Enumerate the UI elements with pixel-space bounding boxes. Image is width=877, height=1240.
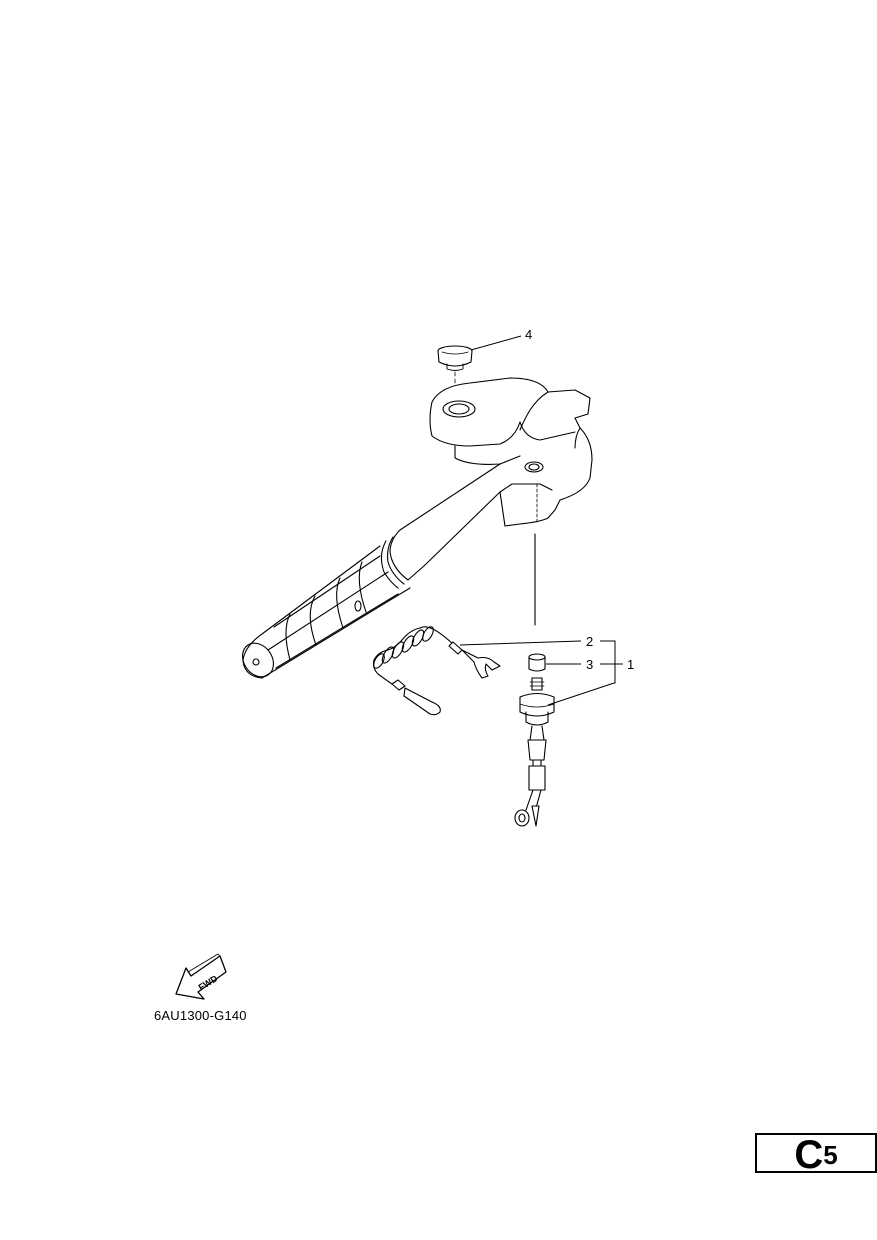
cap-plug xyxy=(437,345,473,409)
callout-leaders xyxy=(459,335,623,706)
callout-2: 2 xyxy=(586,634,593,649)
stop-switch xyxy=(514,677,555,827)
page-letter: C xyxy=(794,1133,824,1177)
callout-1: 1 xyxy=(627,657,634,672)
tiller-handle xyxy=(242,377,593,679)
fwd-arrow-icon xyxy=(175,953,227,1000)
lanyard-cord xyxy=(372,626,501,716)
page-marker: C5 xyxy=(755,1133,877,1175)
diagram-code: 6AU1300-G140 xyxy=(154,1008,247,1023)
callout-3: 3 xyxy=(586,657,593,672)
switch-cap xyxy=(528,653,546,672)
callout-4: 4 xyxy=(525,327,532,342)
page-number: 5 xyxy=(823,1140,838,1170)
